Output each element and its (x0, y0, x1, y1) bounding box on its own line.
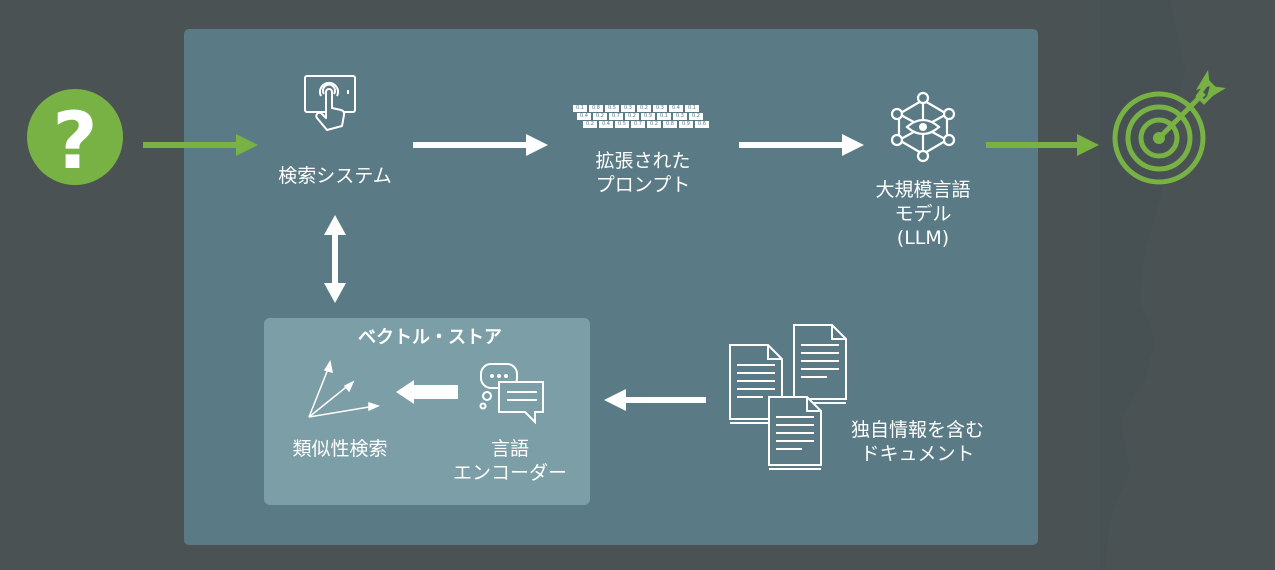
augmented-prompt-label: 拡張された プロンプト (578, 149, 708, 197)
background-silhouette (1100, 0, 1185, 570)
vector-row: 0.4 0.2 0.7 0.2 0.9 0.1 0.3 0.2 (576, 112, 704, 121)
documents-label-line: ドキュメント (860, 443, 975, 465)
language-encoder-label-line: エンコーダー (452, 462, 567, 484)
arrow-prompt-to-llm (739, 134, 864, 156)
vector-cell: 0.8 (662, 120, 678, 129)
documents-label: 独自情報を含む ドキュメント (830, 418, 1005, 466)
llm-label-line: (LLM) (896, 227, 950, 249)
llm-label-line: モデル (894, 203, 952, 225)
vector-row: 0.1 0.8 0.5 0.3 0.2 0.3 0.4 0.1 (572, 104, 700, 113)
vector-cell: 0.6 (694, 120, 710, 129)
documents-label-line: 独自情報を含む (850, 419, 984, 441)
touchscreen-tap-icon (304, 75, 356, 131)
llm-label: 大規模言語 モデル (LLM) (853, 178, 993, 250)
similarity-search-label: 類似性検索 (292, 438, 388, 460)
question-glyph: ? (52, 97, 97, 187)
question-mark-icon: ? (27, 89, 123, 187)
arrow-retrieval-to-prompt (413, 134, 548, 156)
vector-cell: 0.9 (678, 120, 694, 129)
vectors-icon (308, 360, 381, 418)
chat-bubbles-icon (479, 363, 544, 425)
vector-cell: 0.2 (646, 120, 662, 129)
target-arrow-icon (1112, 70, 1226, 185)
neural-network-eye-icon (890, 91, 956, 163)
vector-cell: 0.4 (598, 120, 614, 129)
augmented-prompt-label-line: 拡張された (595, 150, 691, 172)
arrow-documents-to-vector-store (604, 389, 706, 411)
augmented-prompt-label-line: プロンプト (595, 174, 691, 196)
documents-icon (729, 324, 847, 470)
vector-store-title: ベクトル・ストア (358, 327, 502, 348)
language-encoder-label-line: 言語 (490, 438, 529, 460)
vector-cell: 0.7 (630, 120, 646, 129)
language-encoder-label: 言語 エンコーダー (450, 437, 570, 485)
vector-row: 0.2 0.4 0.5 0.7 0.2 0.8 0.9 0.6 (582, 120, 710, 129)
vector-table-icon: 0.1 0.8 0.5 0.3 0.2 0.3 0.4 0.1 0.4 0.2 … (572, 104, 732, 132)
arrow-llm-to-goal (986, 134, 1099, 156)
question-node: ? (26, 88, 124, 187)
vector-cell: 0.5 (614, 120, 630, 129)
retrieval-system-label: 検索システム (278, 165, 392, 187)
vector-cell: 0.2 (582, 120, 598, 129)
arrow-question-to-retrieval (143, 134, 258, 156)
arrow-encoder-to-similarity (396, 380, 458, 404)
arrow-retrieval-vector-store (324, 215, 346, 303)
llm-label-line: 大規模言語 (875, 179, 971, 201)
